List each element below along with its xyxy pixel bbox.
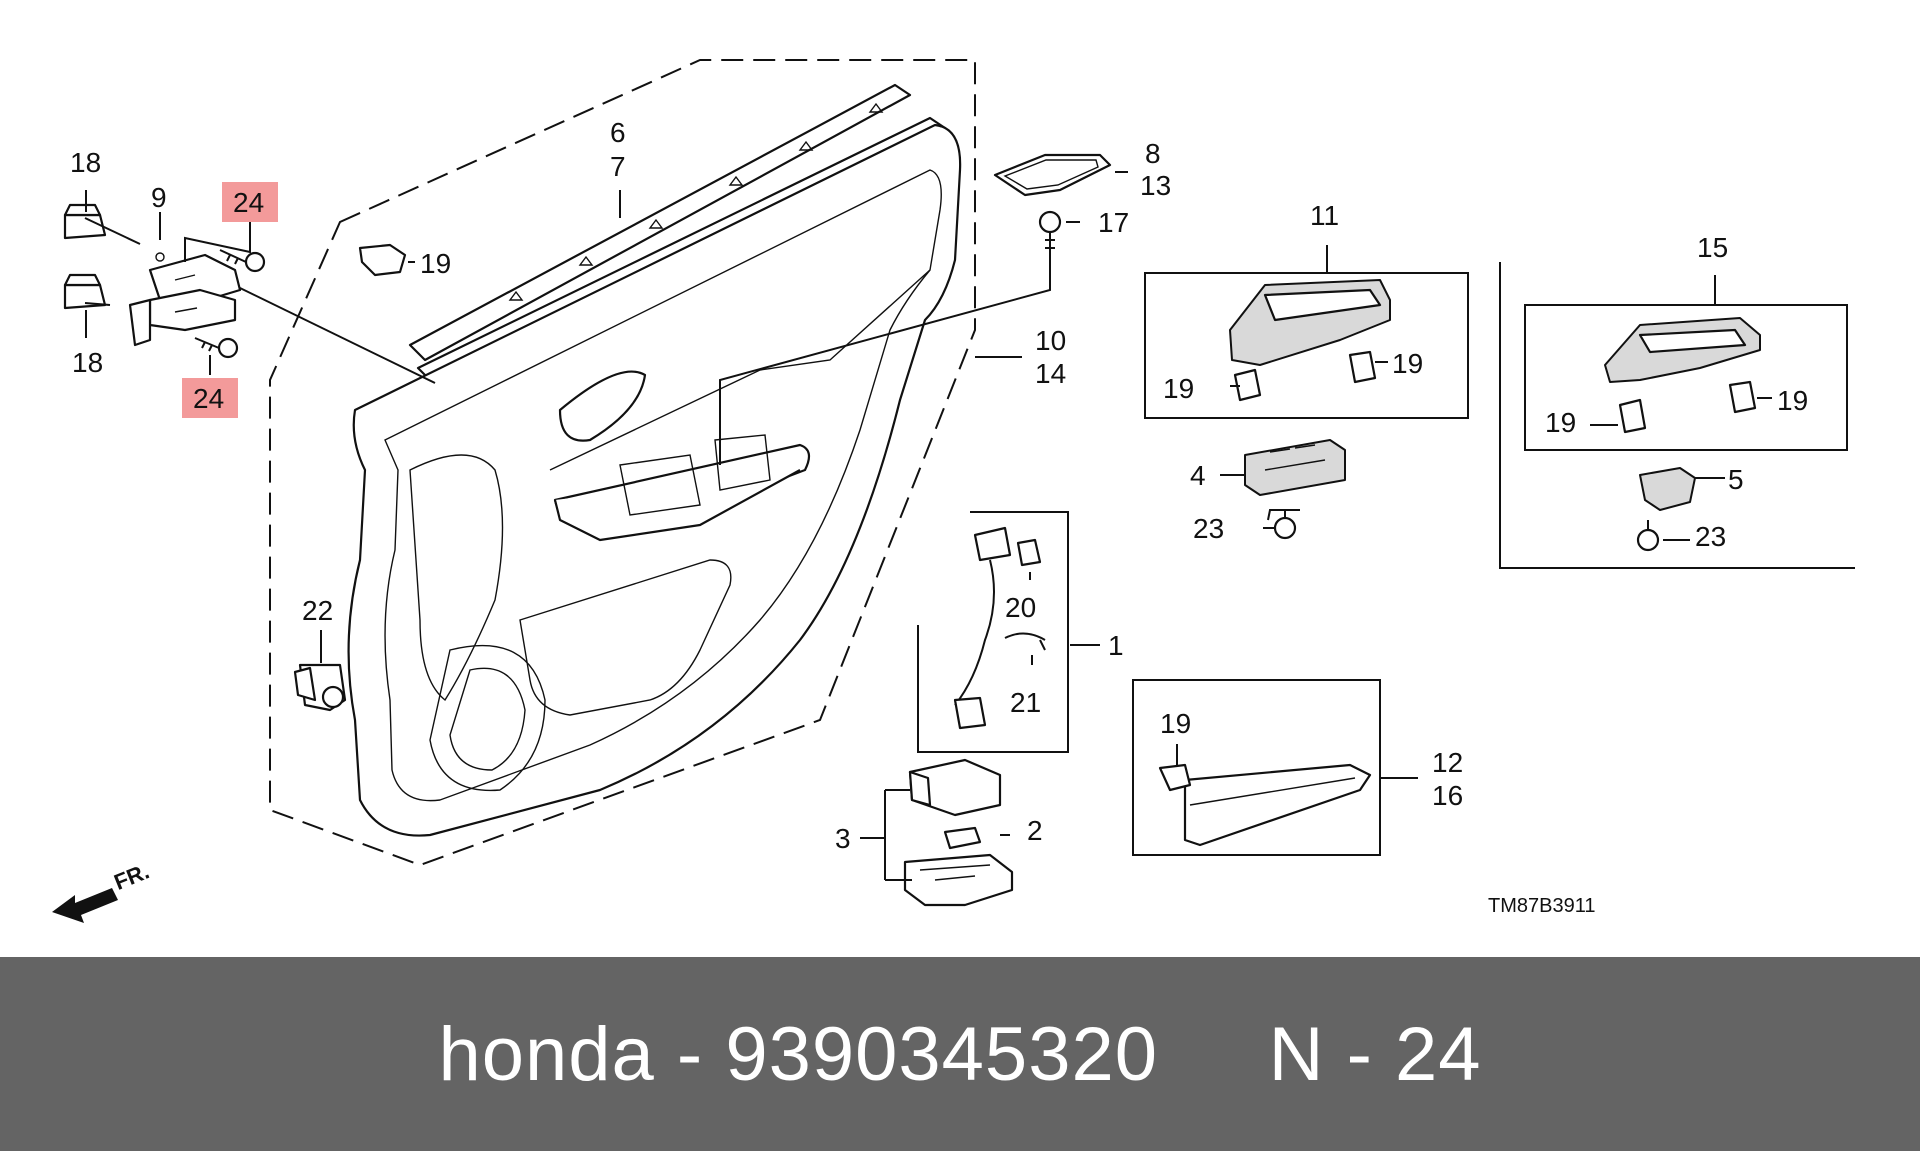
- callout-12: 12: [1432, 747, 1463, 778]
- direction-label: FR.: [110, 858, 152, 894]
- callout-24: 24: [193, 383, 224, 414]
- callout-16: 16: [1432, 780, 1463, 811]
- callout-10: 10: [1035, 325, 1066, 356]
- callout-15: 15: [1697, 232, 1728, 263]
- callout-19: 19: [1545, 407, 1576, 438]
- callout-3: 3: [835, 823, 851, 854]
- callout-5: 5: [1728, 464, 1744, 495]
- switch-panel: [1229, 279, 1391, 366]
- callout-2: 2: [1027, 815, 1043, 846]
- highlight-box: [182, 378, 238, 418]
- callout-6: 6: [610, 117, 626, 148]
- clip: [358, 243, 407, 277]
- seal-pad: [993, 153, 1112, 197]
- power-window-switch: [1244, 439, 1346, 496]
- retainer-clip: [293, 663, 347, 712]
- switch-housing: [908, 758, 1002, 817]
- switch-panel: [1604, 317, 1761, 383]
- harness-bracket: [917, 511, 1069, 753]
- callout-1: 1: [1108, 630, 1124, 661]
- clip: [1348, 350, 1377, 384]
- callout-13: 13: [1140, 170, 1171, 201]
- clip: [1158, 763, 1192, 792]
- callout-24: 24: [233, 187, 264, 218]
- screw: [1038, 210, 1062, 255]
- group-bracket: [1499, 262, 1855, 569]
- switch-panel-group: [1524, 304, 1848, 451]
- callout-17: 17: [1098, 207, 1129, 238]
- front-direction-arrow: [52, 888, 118, 923]
- callout-7: 7: [610, 151, 626, 182]
- screw: [1636, 520, 1660, 552]
- callout-19: 19: [1392, 348, 1423, 379]
- clip: [63, 273, 107, 310]
- diagram-code: TM87B3911: [1488, 895, 1595, 917]
- clip: [1233, 368, 1262, 402]
- clip: [1004, 632, 1046, 651]
- callout-9: 9: [151, 182, 167, 213]
- bracket: [128, 252, 242, 347]
- clip: [63, 203, 107, 240]
- garnish: [1183, 763, 1372, 847]
- bulb: [943, 826, 982, 850]
- highlight-box: [222, 182, 278, 222]
- callout-22: 22: [302, 595, 333, 626]
- callout-4: 4: [1190, 460, 1206, 491]
- switch-base: [903, 853, 1014, 907]
- callout-19: 19: [1777, 385, 1808, 416]
- callout-19: 19: [1163, 373, 1194, 404]
- clip: [1728, 380, 1757, 414]
- callout-8: 8: [1145, 138, 1161, 169]
- parts-diagram: FR.: [52, 59, 1855, 923]
- screw: [219, 249, 266, 273]
- callout-23: 23: [1193, 513, 1224, 544]
- leader-lines: [84, 171, 1772, 881]
- door-assembly-outline: [269, 59, 976, 867]
- power-window-switch: [1639, 467, 1696, 511]
- callout-19: 19: [420, 248, 451, 279]
- screw: [1273, 510, 1297, 540]
- footer-banner: honda - 9390345320 N - 24: [0, 957, 1920, 1151]
- garnish-group: [1132, 679, 1381, 856]
- door-lining: [347, 123, 962, 837]
- callout-23: 23: [1695, 521, 1726, 552]
- clip: [1618, 398, 1647, 434]
- switch-panel-group: [1144, 272, 1469, 419]
- callout-20: 20: [1005, 592, 1036, 623]
- callout-19: 19: [1160, 708, 1191, 739]
- callout-18: 18: [72, 347, 103, 378]
- clip: [1016, 538, 1042, 567]
- callout-14: 14: [1035, 358, 1066, 389]
- callout-21: 21: [1010, 687, 1041, 718]
- wire-harness: [953, 526, 1012, 730]
- screw: [194, 337, 239, 359]
- callout-18: 18: [70, 147, 101, 178]
- callout-11: 11: [1310, 200, 1339, 231]
- part-number-label: honda - 9390345320 N - 24: [438, 1011, 1482, 1097]
